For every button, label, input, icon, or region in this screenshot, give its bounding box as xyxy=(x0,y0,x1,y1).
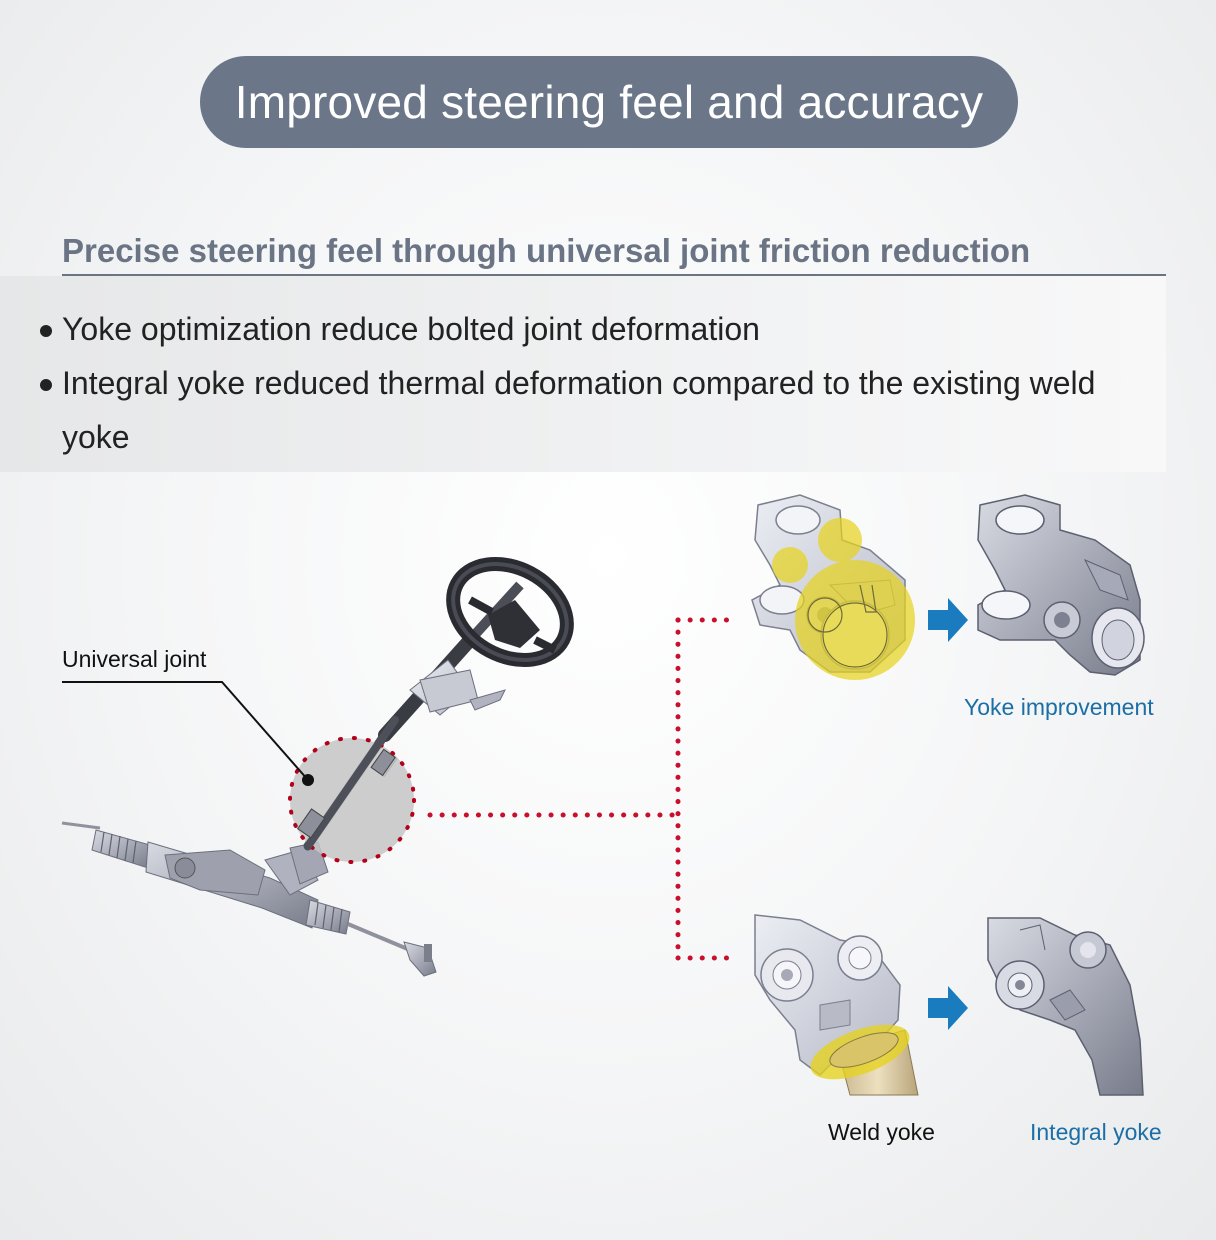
arrow-right-icon xyxy=(928,598,968,642)
bullet-dot-icon xyxy=(40,379,52,391)
weld-yoke-image xyxy=(754,914,919,1096)
bullet-item: Yoke optimization reduce bolted joint de… xyxy=(38,302,1148,356)
weld-yoke-label: Weld yoke xyxy=(828,1119,935,1145)
yoke-improvement-label: Yoke improvement xyxy=(964,694,1154,720)
yoke-improved-image xyxy=(977,494,1145,676)
connector-lines xyxy=(427,617,733,961)
page-title: Improved steering feel and accuracy xyxy=(200,56,1018,148)
leader-dot-icon xyxy=(302,774,314,786)
bullet-list: Yoke optimization reduce bolted joint de… xyxy=(38,302,1148,464)
bullet-item: Integral yoke reduced thermal deformatio… xyxy=(38,356,1148,464)
integral-yoke-label: Integral yoke xyxy=(1030,1119,1162,1145)
section-subtitle: Precise steering feel through universal … xyxy=(62,232,1166,276)
leader-line xyxy=(62,681,309,781)
bullet-text: Yoke optimization reduce bolted joint de… xyxy=(62,311,760,347)
yoke-highlight-areas xyxy=(772,518,915,680)
bullet-text: Integral yoke reduced thermal deformatio… xyxy=(62,365,1096,455)
bullet-band xyxy=(0,276,1166,472)
integral-yoke-image xyxy=(987,917,1144,1096)
bullet-dot-icon xyxy=(40,325,52,337)
yoke-original-overlay xyxy=(807,584,888,668)
arrow-right-icon xyxy=(928,986,968,1030)
universal-joint-label: Universal joint xyxy=(62,646,207,672)
